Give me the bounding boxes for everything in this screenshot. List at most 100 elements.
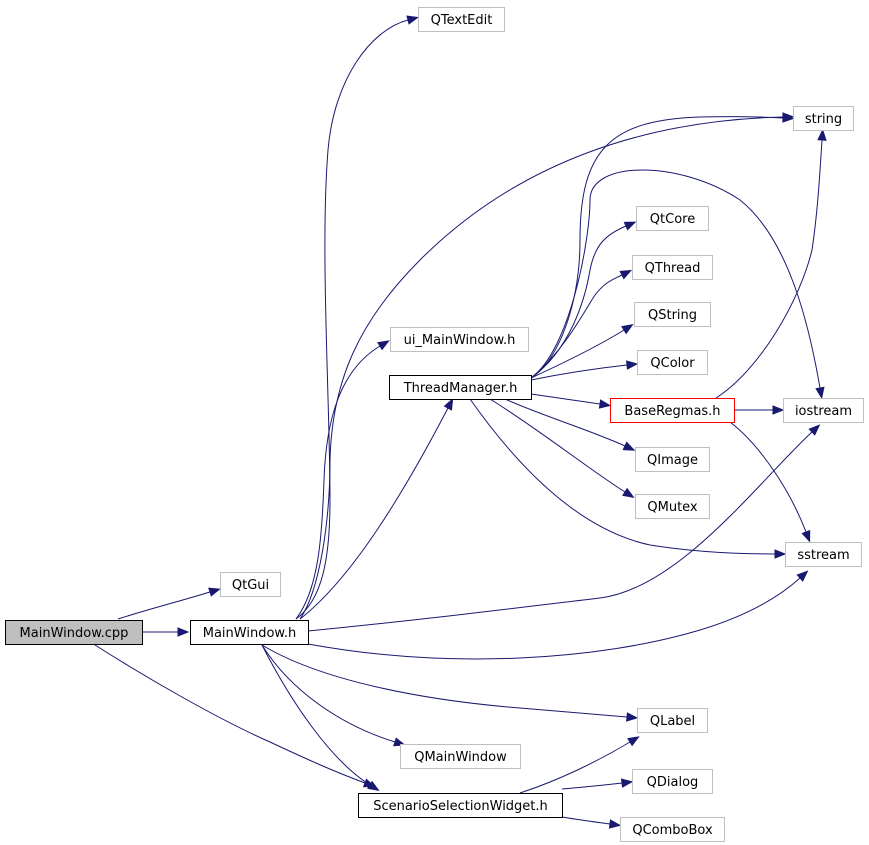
edge-line — [307, 577, 801, 660]
node-label: iostream — [795, 404, 852, 419]
edge-threadmanager-h-to-qcolor — [530, 360, 639, 381]
node-qmainwindow[interactable]: QMainWindow — [400, 744, 521, 769]
node-qtgui[interactable]: QtGui — [220, 572, 281, 597]
arrowhead — [623, 221, 637, 231]
node-baseregmas-h[interactable]: BaseRegmas.h — [610, 398, 735, 423]
arrowhead — [808, 424, 821, 436]
edge-threadmanager-h-to-qstring — [530, 323, 634, 379]
node-box — [634, 302, 711, 327]
node-box — [620, 817, 725, 842]
arrowhead — [626, 360, 639, 370]
edge-line — [307, 431, 813, 632]
arrowhead — [817, 128, 827, 141]
node-string[interactable]: string — [793, 106, 854, 131]
node-threadmanager-h[interactable]: ThreadManager.h — [389, 375, 532, 400]
edge-line — [530, 116, 784, 379]
arrowhead — [622, 487, 635, 499]
arrowhead — [619, 269, 633, 280]
edge-line — [117, 591, 211, 620]
edge-mainwindow-cpp-to-mainwindow-h — [142, 627, 190, 637]
node-label: MainWindow.h — [203, 626, 296, 641]
edge-line — [729, 421, 807, 533]
edge-line — [261, 644, 628, 718]
edge-threadmanager-h-to-qthread — [530, 269, 633, 379]
arrowhead — [377, 340, 390, 351]
arrowhead — [367, 780, 380, 792]
node-iostream[interactable]: iostream — [783, 398, 864, 423]
node-qcolor[interactable]: QColor — [637, 350, 708, 375]
node-box — [793, 106, 854, 131]
edge-line — [504, 398, 626, 447]
arrowhead — [774, 549, 787, 559]
node-box — [635, 447, 710, 472]
node-box — [632, 255, 713, 280]
arrowhead — [627, 736, 640, 747]
node-label: QThread — [645, 261, 701, 276]
node-box — [358, 793, 563, 818]
edge-line — [295, 19, 409, 620]
node-mainwindow-h[interactable]: MainWindow.h — [190, 620, 309, 645]
node-label: string — [805, 112, 842, 127]
edge-line — [261, 644, 371, 786]
edge-line — [261, 644, 396, 743]
node-box — [783, 398, 864, 423]
arrowhead — [621, 323, 634, 335]
node-qstring[interactable]: QString — [634, 302, 711, 327]
node-label: BaseRegmas.h — [624, 404, 720, 419]
node-qimage[interactable]: QImage — [635, 447, 710, 472]
node-box — [637, 708, 708, 733]
edge-mainwindow-h-to-qtextedit — [295, 15, 419, 620]
node-qmutex[interactable]: QMutex — [635, 494, 710, 519]
node-ui-mainwindow-h[interactable]: ui_MainWindow.h — [390, 327, 529, 352]
edge-line — [530, 169, 821, 389]
node-box — [785, 542, 862, 567]
node-mainwindow-cpp[interactable]: MainWindow.cpp — [5, 620, 143, 645]
node-label: QTextEdit — [431, 13, 493, 28]
node-label: ScenarioSelectionWidget.h — [373, 799, 548, 814]
node-box — [220, 572, 281, 597]
arrowhead — [801, 529, 811, 543]
edge-mainwindow-h-to-qmainwindow — [261, 644, 406, 747]
edge-threadmanager-h-to-qmutex — [489, 398, 635, 499]
arrowhead — [782, 113, 795, 123]
arrowhead — [620, 778, 634, 788]
node-sstream[interactable]: sstream — [785, 542, 862, 567]
arrowhead — [598, 399, 612, 409]
node-qdialog[interactable]: QDialog — [632, 769, 713, 794]
arrowhead — [815, 386, 825, 400]
node-label: MainWindow.cpp — [20, 626, 129, 641]
node-qtextedit[interactable]: QTextEdit — [418, 7, 505, 32]
edge-mainwindow-h-to-sstream — [307, 570, 809, 660]
edge-line — [530, 364, 628, 381]
node-box — [5, 620, 143, 645]
edge-line — [530, 329, 625, 379]
node-label: QMutex — [647, 500, 698, 515]
arrowhead — [622, 441, 636, 451]
edge-line — [530, 274, 623, 379]
edge-baseregmas-h-to-iostream — [734, 405, 785, 415]
edge-scenarioselectionwidget-h-to-qlabel — [519, 736, 640, 794]
arrowhead — [393, 737, 406, 747]
node-label: QComboBox — [632, 823, 713, 838]
node-label: QString — [648, 308, 697, 323]
node-box — [636, 206, 709, 231]
node-label: QtCore — [650, 212, 695, 227]
node-qlabel[interactable]: QLabel — [637, 708, 708, 733]
arrowhead — [208, 587, 221, 597]
edge-threadmanager-h-to-string — [530, 113, 795, 379]
node-label: QImage — [647, 453, 698, 468]
node-qthread[interactable]: QThread — [632, 255, 713, 280]
edge-line — [561, 782, 623, 790]
node-box — [637, 350, 708, 375]
edge-line — [489, 398, 626, 493]
arrowhead — [177, 627, 190, 637]
node-qtcore[interactable]: QtCore — [636, 206, 709, 231]
node-qcombobox[interactable]: QComboBox — [620, 817, 725, 842]
edge-mainwindow-h-to-string — [299, 112, 795, 620]
edge-mainwindow-h-to-iostream — [307, 424, 821, 632]
edge-mainwindow-h-to-ui-mainwindow-h — [295, 340, 390, 620]
node-label: ThreadManager.h — [403, 381, 518, 396]
node-scenarioselectionwidget-h[interactable]: ScenarioSelectionWidget.h — [358, 793, 563, 818]
node-label: QColor — [650, 356, 695, 371]
